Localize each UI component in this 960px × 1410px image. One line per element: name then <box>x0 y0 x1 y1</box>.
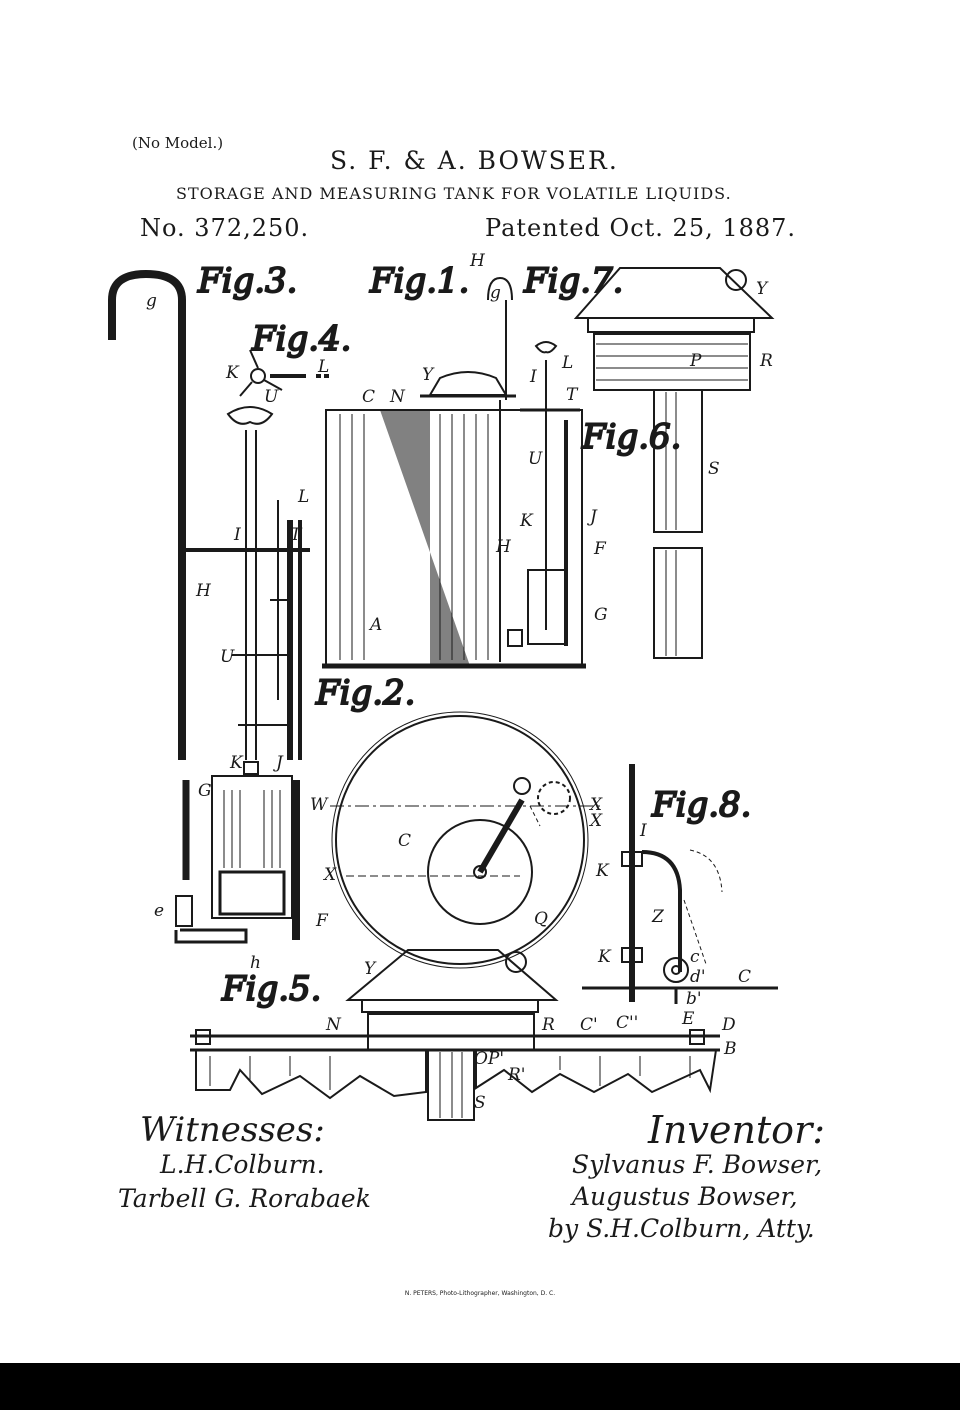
ref-label-c-small-fig8: c <box>690 947 700 967</box>
fig2-drawing <box>330 711 600 969</box>
ref-label-d-prime-fig8: d' <box>690 967 706 987</box>
fig4-label: Fig.4. <box>251 319 351 359</box>
ref-label-k-fig4: K <box>225 363 240 383</box>
witnesses-heading: Witnesses: <box>140 1110 325 1150</box>
ref-label-h-fig1: H <box>469 251 486 271</box>
ref-label-u-fig4: U <box>264 387 279 407</box>
scan-border-bar <box>0 1363 960 1410</box>
fig1-drawing <box>322 276 586 669</box>
fig6-label: Fig.6. <box>581 417 681 457</box>
ref-label-g-fig3: G <box>198 781 212 801</box>
ref-label-k-fig1: K <box>519 511 534 531</box>
inventor-heading: Inventor: <box>648 1108 826 1152</box>
ref-label-k-fig8: K <box>595 861 610 881</box>
ref-label-u-fig1: U <box>528 449 543 469</box>
ref-label-i-fig3: I <box>233 525 241 545</box>
patent-date: Patented Oct. 25, 1887. <box>485 214 797 242</box>
ref-label-op-prime-fig5: OP' <box>474 1049 504 1069</box>
fig7-drawing <box>573 267 775 659</box>
printer-credit: N. PETERS, Photo-Lithographer, Washingto… <box>404 1290 556 1297</box>
ref-label-h-fig3: H <box>195 581 212 601</box>
ref-label-k-fig3: K <box>229 753 244 773</box>
fig5-drawing <box>190 949 720 1121</box>
ref-label-f-fig1: F <box>593 539 607 559</box>
ref-label-t-fig3: T <box>290 525 303 545</box>
ref-label-s-fig7: S <box>708 459 720 479</box>
fig3-drawing <box>108 269 310 944</box>
fig1-label: Fig.1. <box>369 261 469 301</box>
patent-number: No. 372,250. <box>140 214 310 242</box>
fig2-label: Fig.2. <box>315 673 415 713</box>
inventor-signature-1: Sylvanus F. Bowser, <box>572 1150 823 1179</box>
ref-label-c-fig2: C <box>398 831 411 851</box>
ref-label-r-fig5: R <box>541 1015 555 1035</box>
ref-label-r-fig7: R <box>759 351 773 371</box>
attorney-signature: by S.H.Colburn, Atty. <box>548 1214 815 1243</box>
witness-signature-2: Tarbell G. Rorabaek <box>118 1184 371 1213</box>
ref-label-x-fig2-top: X <box>588 795 603 815</box>
ref-label-p-fig7: P <box>689 351 702 371</box>
fig7-label: Fig.7. <box>523 261 623 301</box>
ref-label-g: g <box>146 291 157 311</box>
ref-label-c-prime-fig5: C' <box>580 1015 598 1035</box>
ref-label-f-fig3: F <box>315 911 329 931</box>
ref-label-k-fig8-lower: K <box>597 947 612 967</box>
ref-label-g-fig1: G <box>594 605 608 625</box>
ref-label-e-fig5: E <box>681 1009 695 1029</box>
fig8-drawing <box>582 764 778 1004</box>
ref-label-h-small-fig3: h <box>250 953 261 973</box>
ref-label-r-prime-fig5: R' <box>507 1065 525 1085</box>
ref-label-z-fig8: Z <box>651 907 665 927</box>
ref-label-j-fig1: J <box>587 507 598 527</box>
ref-label-j-fig3: J <box>273 753 284 773</box>
witness-signature-1: L.H.Colburn. <box>160 1150 325 1179</box>
ref-label-l-fig3: L <box>297 487 309 507</box>
ref-label-d-fig5: D <box>721 1015 736 1035</box>
ref-label-b-prime-fig8: b' <box>686 989 702 1009</box>
ref-label-e-fig3: e <box>154 901 164 921</box>
fig3-label: Fig.3. <box>197 261 297 301</box>
ref-label-g-fig1: g <box>490 283 501 303</box>
ref-label-y-fig1: Y <box>422 365 435 385</box>
ref-label-c-dprime-fig5: C'' <box>616 1013 638 1033</box>
ref-label-l-fig4: L <box>317 357 329 377</box>
ref-label-x-fig2-second: X <box>588 811 603 831</box>
ref-label-u-fig3: U <box>220 647 235 667</box>
ref-label-n-fig5: N <box>325 1015 342 1035</box>
ref-label-l-fig1: L <box>561 353 573 373</box>
ref-label-y-fig7: Y <box>756 279 769 299</box>
ref-label-h-fig1-body: H <box>495 537 512 557</box>
fig5-label: Fig.5. <box>221 969 321 1009</box>
patent-inventors-title: S. F. & A. BOWSER. <box>330 146 619 175</box>
ref-label-q-fig2: Q <box>534 909 548 929</box>
ref-label-t-fig1: T <box>566 385 579 405</box>
ref-label-b-fig5: B <box>723 1039 737 1059</box>
ref-label-s-fig5: S <box>474 1093 486 1113</box>
ref-label-c-fig8: C <box>738 967 751 987</box>
ref-label-n-fig1: N <box>389 387 406 407</box>
ref-label-i-fig8: I <box>639 821 647 841</box>
ref-label-y-fig5: Y <box>364 959 377 979</box>
ref-label-w-fig3: W <box>310 795 329 815</box>
inventor-signature-2: Augustus Bowser, <box>572 1182 798 1211</box>
ref-label-c-fig1: C <box>362 387 375 407</box>
fig8-label: Fig.8. <box>651 785 751 825</box>
ref-label-x-fig2-left: X <box>322 865 337 885</box>
ref-label-a-fig1: A <box>368 615 382 635</box>
patent-subtitle: STORAGE AND MEASURING TANK FOR VOLATILE … <box>176 184 732 203</box>
fig4-drawing <box>239 349 332 397</box>
ref-label-i-fig1: I <box>529 367 537 387</box>
model-note: (No Model.) <box>132 134 224 152</box>
